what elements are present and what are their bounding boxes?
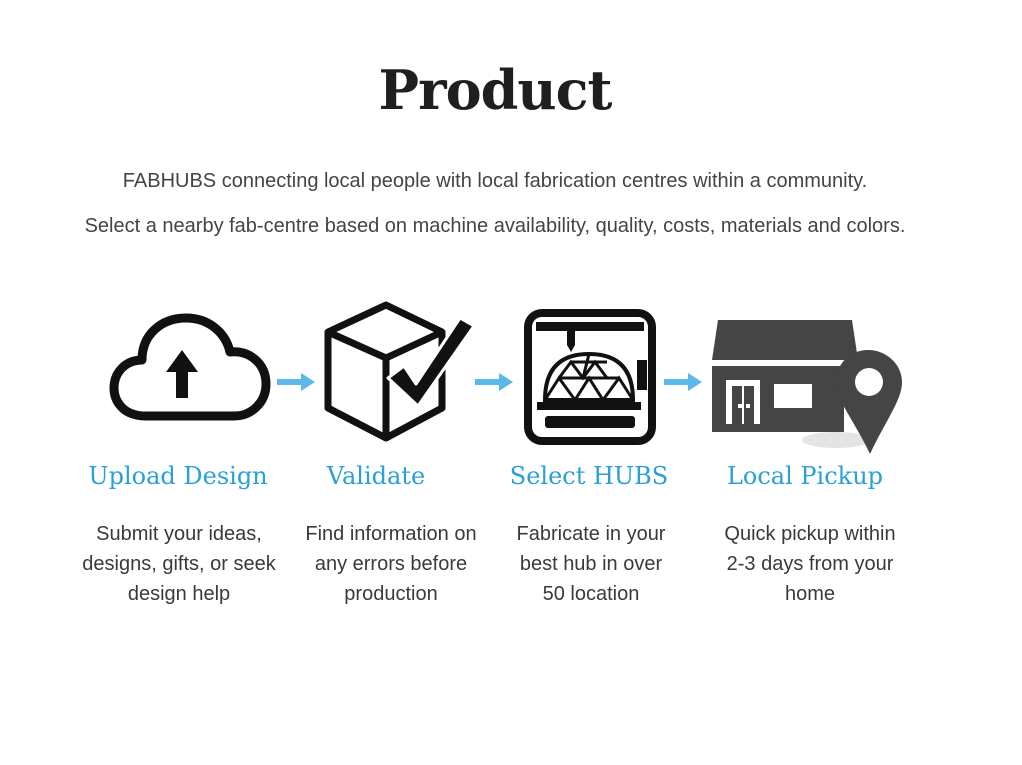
box-check-icon <box>320 300 478 446</box>
step-description-validate: Find information on any errors before pr… <box>305 523 477 605</box>
step-description-select-hubs: Fabricate in your best hub in over 50 lo… <box>516 523 666 605</box>
step-description-local-pickup: Quick pickup within 2-3 days from your h… <box>724 523 896 605</box>
page-title: Product <box>378 58 613 122</box>
step-description-upload-design: Submit your ideas, designs, gifts, or se… <box>82 523 276 605</box>
arrow-right-icon <box>475 372 515 397</box>
intro-line-1: FABHUBS connecting local people with loc… <box>122 170 868 192</box>
arrow-right-icon <box>277 372 317 397</box>
intro-line-2: Select a nearby fab-centre based on mach… <box>84 215 906 237</box>
step-title-select-hubs: Select HUBS <box>509 462 669 490</box>
step-title-validate: Validate <box>326 462 426 490</box>
step-title-upload-design: Upload Design <box>88 462 268 490</box>
cloud-upload-icon <box>108 310 272 426</box>
3d-printer-icon <box>523 308 657 446</box>
step-title-local-pickup: Local Pickup <box>726 462 884 490</box>
arrow-right-icon <box>664 372 704 397</box>
store-location-icon <box>708 316 906 464</box>
